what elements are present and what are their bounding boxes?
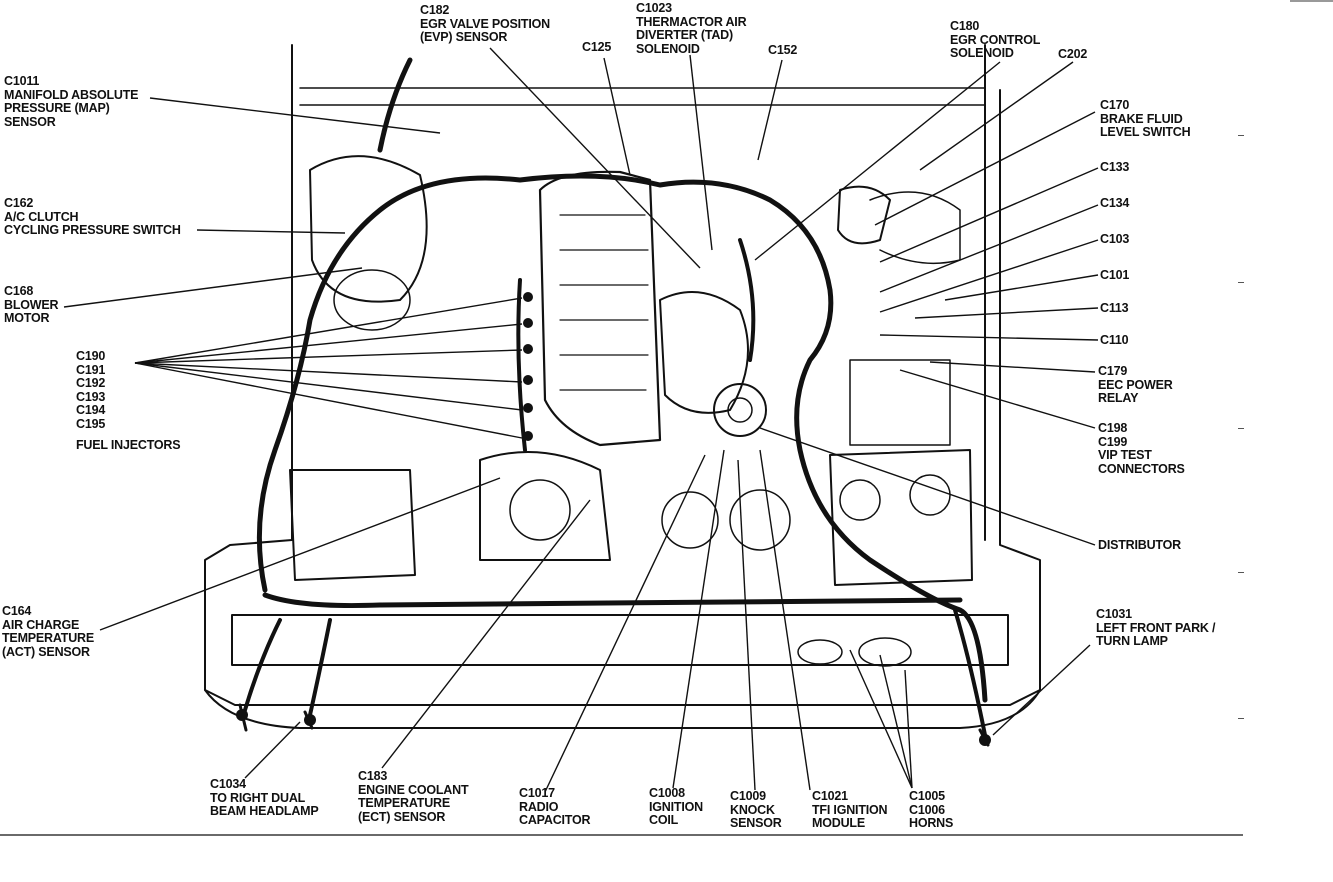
- label-c1023-tad-solenoid: C1023 THERMACTOR AIR DIVERTER (TAD) SOLE…: [636, 1, 747, 56]
- leader-c1008: [672, 449, 725, 789]
- label-c133: C133: [1100, 160, 1130, 174]
- leader-inj-3: [134, 349, 523, 364]
- cowl: [299, 87, 986, 106]
- battery: [829, 449, 973, 586]
- label-c180-egr-control-solenoid: C180 EGR CONTROL SOLENOID: [950, 19, 1041, 60]
- leader-c1021: [759, 449, 811, 791]
- leader-c1031: [992, 644, 1091, 736]
- leader-c182: [489, 47, 701, 269]
- leader-c134: [879, 204, 1099, 293]
- leader-c113: [914, 307, 1099, 319]
- left-component-box: [289, 469, 416, 581]
- label-injector-connectors: C190 C191 C192 C193 C194 C195: [76, 349, 106, 431]
- label-c168-blower-motor: C168 BLOWER MOTOR: [4, 284, 59, 325]
- label-c1034-headlamp: C1034 TO RIGHT DUAL BEAM HEADLAMP: [210, 777, 319, 818]
- leader-c183: [381, 499, 591, 769]
- label-c202: C202: [1058, 47, 1088, 61]
- label-c101: C101: [1100, 268, 1130, 282]
- leader-c1023: [689, 54, 713, 251]
- throttle-body: [659, 291, 749, 414]
- label-c110: C110: [1100, 333, 1129, 347]
- label-c1005-horns: C1005 C1006 HORNS: [909, 789, 954, 830]
- brake-master: [837, 185, 891, 245]
- leader-c1005-a: [849, 649, 913, 789]
- leader-inj-6: [134, 362, 523, 439]
- leader-lines: [63, 47, 1099, 793]
- leader-c125: [603, 57, 631, 176]
- label-c103: C103: [1100, 232, 1130, 246]
- coil-harness: [738, 238, 756, 362]
- radiator-support: [231, 614, 1009, 666]
- leader-distributor: [759, 427, 1096, 546]
- left-fender-outline: [204, 44, 1041, 706]
- leader-c103: [879, 239, 1099, 313]
- leader-inj-4: [134, 362, 523, 383]
- margin-tick: [1238, 135, 1244, 136]
- leader-c198: [899, 369, 1096, 429]
- leader-c152: [757, 59, 783, 161]
- leader-c1034: [244, 721, 301, 779]
- leader-c1005-b: [879, 654, 913, 789]
- label-c152: C152: [768, 43, 798, 57]
- leader-c1017: [544, 454, 706, 793]
- plenum-ribs: [559, 214, 649, 391]
- label-c1008-ignition-coil: C1008 IGNITION COIL: [649, 786, 703, 827]
- right-park-lamp-lead: [953, 608, 987, 737]
- leader-inj-2: [134, 323, 523, 364]
- left-upper-harness: [377, 57, 413, 153]
- leader-c168: [63, 267, 363, 308]
- leader-c1011: [149, 97, 441, 134]
- leader-c180: [754, 61, 1001, 261]
- right-headlamp-lead: [308, 618, 332, 717]
- leader-c101: [944, 274, 1099, 301]
- margin-tick: [1238, 428, 1244, 429]
- label-fuel-injectors: FUEL INJECTORS: [76, 438, 181, 452]
- main-harness: [256, 173, 988, 703]
- label-c1031-park-turn-lamp: C1031 LEFT FRONT PARK / TURN LAMP: [1096, 607, 1216, 648]
- margin-tick: [1238, 572, 1244, 573]
- label-distributor: DISTRIBUTOR: [1098, 538, 1181, 552]
- label-c179-eec-power-relay: C179 EEC POWER RELAY: [1098, 364, 1173, 405]
- leader-c162: [196, 229, 346, 234]
- label-c113: C113: [1100, 301, 1129, 315]
- injector-rail-left: [516, 278, 527, 452]
- label-c162-ac-clutch-switch: C162 A/C CLUTCH CYCLING PRESSURE SWITCH: [4, 196, 181, 237]
- label-c1011-map-sensor: C1011 MANIFOLD ABSOLUTE PRESSURE (MAP) S…: [4, 74, 139, 129]
- distributor-cap: [713, 383, 767, 437]
- leader-c164: [99, 477, 501, 631]
- label-c1017-radio-capacitor: C1017 RADIO CAPACITOR: [519, 786, 591, 827]
- front-cover: [479, 451, 611, 561]
- leader-c1009: [737, 459, 756, 791]
- label-c134: C134: [1100, 196, 1130, 210]
- label-c164-act-sensor: C164 AIR CHARGE TEMPERATURE (ACT) SENSOR: [2, 604, 95, 659]
- horn-right: [858, 637, 912, 667]
- leader-inj-1: [134, 297, 523, 364]
- horn-left: [797, 639, 843, 665]
- label-c182-evp-sensor: C182 EGR VALVE POSITION (EVP) SENSOR: [420, 3, 550, 44]
- left-headlamp-lead: [243, 618, 282, 712]
- intake-plenum: [538, 170, 662, 447]
- relay-box: [849, 359, 951, 446]
- leader-inj-5: [134, 362, 523, 411]
- label-c198-vip-test-connectors: C198 C199 VIP TEST CONNECTORS: [1098, 421, 1185, 476]
- label-c183-ect-sensor: C183 ENGINE COOLANT TEMPERATURE (ECT) SE…: [358, 769, 469, 824]
- front-bumper: [204, 689, 1041, 729]
- front-harness: [262, 592, 963, 609]
- label-c1021-tfi-module: C1021 TFI IGNITION MODULE: [812, 789, 888, 830]
- label-c125: C125: [582, 40, 612, 54]
- leader-c110: [879, 334, 1099, 341]
- label-c1009-knock-sensor: C1009 KNOCK SENSOR: [730, 789, 782, 830]
- blower-housing: [309, 155, 428, 303]
- leader-c202: [919, 61, 1074, 171]
- leader-c179: [929, 361, 1096, 373]
- margin-tick: [1238, 718, 1244, 719]
- label-c170-brake-fluid-switch: C170 BRAKE FLUID LEVEL SWITCH: [1100, 98, 1191, 139]
- leader-c1005-c: [904, 669, 913, 789]
- margin-tick: [1238, 282, 1244, 283]
- leader-c170: [874, 111, 1096, 226]
- leader-c133: [879, 167, 1099, 263]
